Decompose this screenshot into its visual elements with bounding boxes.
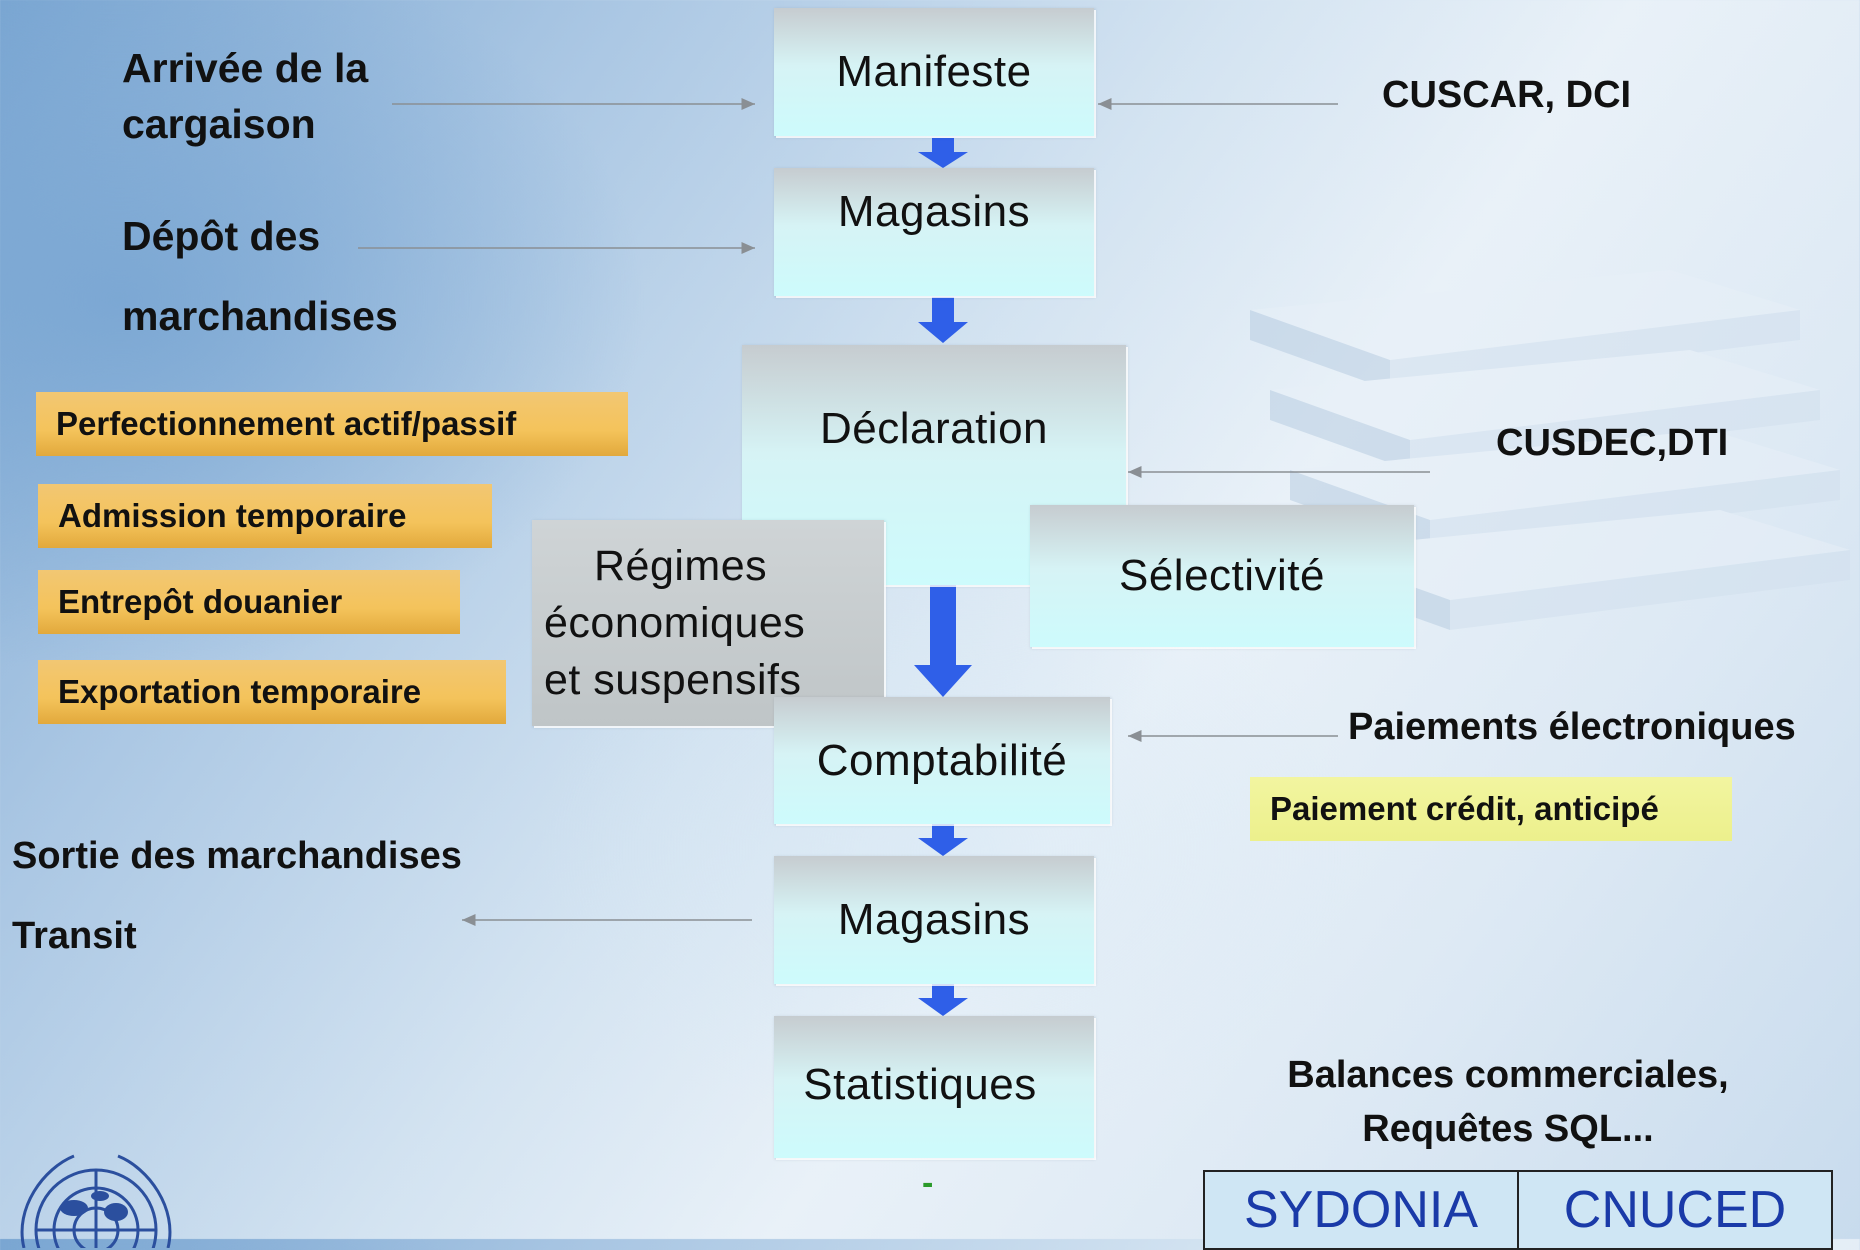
flow-arrow-1 bbox=[918, 138, 968, 168]
regime-tag-perfectionnement: Perfectionnement actif/passif bbox=[36, 392, 628, 456]
statistiques-label: Statistiques bbox=[803, 1060, 1037, 1109]
flow-arrow-2 bbox=[918, 297, 968, 343]
regimes-line-2: économiques bbox=[544, 598, 806, 647]
un-emblem-logo bbox=[20, 1154, 172, 1248]
flow-arrow-3 bbox=[914, 585, 972, 697]
cuscar-label: CUSCAR, DCI bbox=[1382, 74, 1632, 116]
regime-tag-entrepot: Entrepôt douanier bbox=[38, 570, 460, 634]
flow-arrow-4 bbox=[918, 824, 968, 856]
declaration-label: Déclaration bbox=[819, 404, 1049, 453]
balances-label: Balances commerciales, Requêtes SQL... bbox=[1248, 1048, 1768, 1156]
regimes-line-1: Régimes bbox=[594, 541, 768, 590]
magasins-box-1: Magasins bbox=[774, 168, 1094, 296]
paiement-credit-tag: Paiement crédit, anticipé bbox=[1250, 777, 1732, 841]
magasins-label-2: Magasins bbox=[837, 895, 1031, 944]
sortie-label: Sortie des marchandises bbox=[12, 835, 462, 877]
transit-label: Transit bbox=[12, 915, 137, 957]
footer-dash: - bbox=[922, 1164, 934, 1202]
comptabilite-label: Comptabilité bbox=[816, 735, 1068, 785]
magasins-box-2: Magasins bbox=[774, 856, 1094, 984]
regimes-box: Régimes économiques et suspensifs bbox=[532, 520, 884, 726]
selectivite-box: Sélectivité bbox=[1030, 505, 1414, 647]
cusdec-label: CUSDEC,DTI bbox=[1496, 422, 1729, 464]
cnuced-label: CNUCED bbox=[1517, 1172, 1831, 1248]
regime-tag-exportation: Exportation temporaire bbox=[38, 660, 506, 724]
regime-tag-admission: Admission temporaire bbox=[38, 484, 492, 548]
regimes-line-3: et suspensifs bbox=[544, 655, 802, 704]
manifeste-label: Manifeste bbox=[836, 47, 1032, 96]
comptabilite-box: Comptabilité bbox=[774, 697, 1110, 824]
arrivee-label: Arrivée de la cargaison bbox=[122, 40, 368, 152]
paiements-label: Paiements électroniques bbox=[1348, 706, 1796, 748]
statistiques-box: Statistiques bbox=[774, 1016, 1094, 1158]
sydonia-label: SYDONIA bbox=[1243, 1181, 1479, 1239]
manifeste-box: Manifeste bbox=[774, 8, 1094, 136]
magasins-label-1: Magasins bbox=[837, 187, 1031, 236]
depot-line-1: Dépôt des bbox=[122, 213, 321, 259]
flow-arrow-5 bbox=[918, 984, 968, 1016]
sydonia-cnuced-banner: SYDONIA CNUCED bbox=[1203, 1170, 1833, 1250]
arrivee-line-1: Arrivée de la bbox=[122, 45, 369, 91]
depot-line-2: marchandises bbox=[122, 293, 398, 339]
selectivite-label: Sélectivité bbox=[1118, 551, 1326, 600]
balances-line-1: Balances commerciales, bbox=[1287, 1054, 1729, 1096]
depot-label: Dépôt des marchandises bbox=[122, 196, 398, 356]
arrivee-line-2: cargaison bbox=[122, 101, 316, 147]
balances-line-2: Requêtes SQL... bbox=[1362, 1108, 1654, 1150]
